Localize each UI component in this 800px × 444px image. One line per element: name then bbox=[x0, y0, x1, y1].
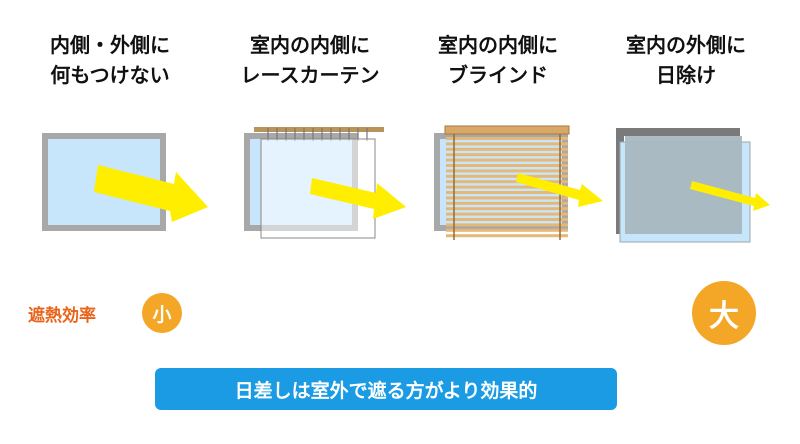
window-illustrations bbox=[42, 125, 770, 243]
conclusion-text: 日差しは室外で遮る方がより効果的 bbox=[234, 379, 538, 402]
blind-slat-icon bbox=[446, 223, 568, 227]
blind-slat-icon bbox=[446, 164, 568, 167]
column-label-line1: 内側・外側に bbox=[50, 33, 170, 57]
column-label-line1: 室内の内側に bbox=[438, 33, 558, 57]
column-label-lace-curtain: 室内の内側に レースカーテン bbox=[210, 30, 410, 90]
sun-arrow-medium-icon bbox=[310, 178, 406, 219]
column-label-line2: 何もつけない bbox=[50, 63, 170, 87]
blind-slat-icon bbox=[446, 218, 568, 221]
sun-arrow-strong-icon bbox=[94, 165, 208, 222]
blind-slat-icon bbox=[446, 142, 568, 146]
blind-slat-icon bbox=[446, 174, 568, 178]
column-label-none: 内側・外側に 何もつけない bbox=[10, 30, 210, 90]
sun-arrow-weak-icon bbox=[516, 173, 603, 207]
column-label-awning: 室内の外側に 日除け bbox=[586, 30, 786, 90]
blind-slat-icon bbox=[446, 212, 568, 216]
blind-slat-icon bbox=[446, 147, 568, 151]
efficiency-label: 遮熱効率 bbox=[28, 306, 96, 326]
blind-slat-icon bbox=[446, 185, 568, 189]
window-awning-icon bbox=[616, 128, 770, 243]
curtain-rail-icon bbox=[254, 127, 384, 132]
blind-slat-icon bbox=[446, 201, 568, 205]
awning-screen-icon bbox=[625, 136, 742, 234]
window-blind-icon bbox=[434, 125, 603, 240]
blind-slat-icon bbox=[446, 228, 568, 232]
blind-headrail-icon bbox=[444, 125, 570, 135]
window-lace-curtain-icon bbox=[244, 127, 406, 239]
window-plain-icon bbox=[42, 133, 208, 231]
sun-arrow-minimal-icon bbox=[690, 181, 770, 211]
blind-slat-icon bbox=[446, 196, 568, 200]
efficiency-low-badge: 小 bbox=[142, 293, 182, 333]
column-label-line2: レースカーテン bbox=[240, 63, 380, 87]
blind-slat-icon bbox=[446, 191, 568, 194]
blind-slat-icon bbox=[446, 180, 568, 184]
column-label-line2: 日除け bbox=[656, 63, 716, 87]
blind-slat-icon bbox=[446, 158, 568, 162]
conclusion-banner: 日差しは室外で遮る方がより効果的 bbox=[155, 368, 617, 410]
column-label-line1: 室内の内側に bbox=[250, 33, 370, 57]
column-label-line1: 室内の外側に bbox=[626, 33, 746, 57]
column-label-line2: ブラインド bbox=[448, 63, 548, 87]
blind-slat-icon bbox=[446, 234, 568, 238]
blind-slat-icon bbox=[446, 153, 568, 157]
awning-top-icon bbox=[616, 128, 740, 136]
blind-slat-icon bbox=[446, 169, 568, 173]
column-label-blind: 室内の内側に ブラインド bbox=[398, 30, 598, 90]
blind-slat-icon bbox=[446, 207, 568, 211]
blind-slat-icon bbox=[446, 137, 568, 140]
efficiency-high-badge: 大 bbox=[692, 281, 756, 345]
